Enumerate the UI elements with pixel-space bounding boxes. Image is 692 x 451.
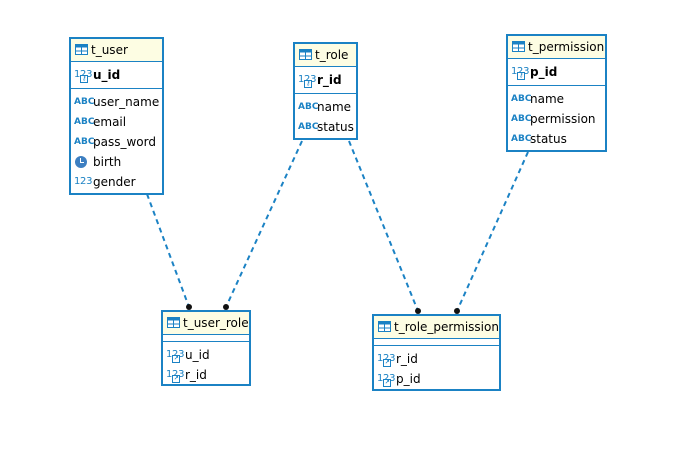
- column-row[interactable]: ABC name: [295, 97, 356, 117]
- column-name: permission: [530, 112, 596, 126]
- numeric-foreign-key-icon: 123↗: [166, 349, 184, 363]
- column-row[interactable]: 123↗ u_id: [163, 345, 249, 365]
- column-row[interactable]: ABC email: [71, 112, 162, 132]
- entity-header[interactable]: t_user_role: [163, 312, 249, 335]
- entity-name: t_user: [91, 43, 128, 57]
- entity-header[interactable]: t_role: [295, 44, 356, 67]
- column-row[interactable]: ABC user_name: [71, 92, 162, 112]
- entity-t-role-permission[interactable]: t_role_permission 123↗ r_id 123↗ p_id: [372, 314, 501, 391]
- primary-key-section: 123⚷ p_id: [508, 59, 605, 86]
- column-name: pass_word: [93, 135, 156, 149]
- relation-role-permission-to-role: [348, 140, 419, 312]
- relation-user-role-to-user: [146, 193, 190, 308]
- entity-name: t_permission: [528, 40, 605, 54]
- numeric-foreign-key-icon: 123↗: [166, 369, 184, 383]
- table-icon: [75, 44, 88, 55]
- clock-icon: [75, 156, 87, 168]
- entity-t-role[interactable]: t_role 123⚷ r_id ABC name ABC status: [293, 42, 358, 140]
- column-name: status: [530, 132, 567, 146]
- entity-name: t_role_permission: [394, 320, 499, 334]
- column-row[interactable]: ABC permission: [508, 109, 605, 129]
- numeric-type-icon: 123: [74, 176, 93, 187]
- column-row[interactable]: 123⚷ u_id: [71, 65, 162, 85]
- column-row[interactable]: 123↗ r_id: [374, 349, 499, 369]
- entity-t-user[interactable]: t_user 123⚷ u_id ABC user_name ABC email…: [69, 37, 164, 195]
- text-type-icon: ABC: [74, 117, 95, 127]
- entity-header[interactable]: t_user: [71, 39, 162, 62]
- text-type-icon: ABC: [511, 134, 532, 144]
- column-name: email: [93, 115, 127, 129]
- column-section: ABC name ABC status: [295, 94, 356, 141]
- text-type-icon: ABC: [298, 102, 319, 112]
- column-row[interactable]: ABC status: [508, 129, 605, 149]
- column-name: status: [317, 120, 354, 134]
- primary-key-section: 123⚷ r_id: [295, 67, 356, 94]
- table-icon: [512, 41, 525, 52]
- column-section: ABC name ABC permission ABC status: [508, 86, 605, 153]
- column-name: user_name: [93, 95, 160, 109]
- column-name: r_id: [185, 368, 207, 382]
- column-name: name: [317, 100, 352, 114]
- numeric-foreign-key-icon: 123↗: [377, 373, 395, 387]
- text-type-icon: ABC: [74, 137, 95, 147]
- numeric-primary-key-icon: 123⚷: [298, 74, 316, 88]
- entity-header[interactable]: t_permission: [508, 36, 605, 59]
- entity-header[interactable]: t_role_permission: [374, 316, 499, 339]
- column-name: r_id: [317, 73, 342, 87]
- column-row[interactable]: 123⚷ r_id: [295, 70, 356, 90]
- column-row[interactable]: birth: [71, 152, 162, 172]
- entity-t-user-role[interactable]: t_user_role 123↗ u_id 123↗ r_id: [161, 310, 251, 386]
- column-row[interactable]: 123 gender: [71, 172, 162, 192]
- column-name: p_id: [396, 372, 421, 386]
- table-icon: [299, 49, 312, 60]
- column-name: name: [530, 92, 565, 106]
- numeric-primary-key-icon: 123⚷: [511, 66, 529, 80]
- text-type-icon: ABC: [74, 97, 95, 107]
- column-row[interactable]: 123↗ p_id: [374, 369, 499, 389]
- entity-name: t_user_role: [183, 316, 249, 330]
- column-name: u_id: [93, 68, 121, 82]
- column-section: ABC user_name ABC email ABC pass_word bi…: [71, 89, 162, 196]
- relation-user-role-to-role: [225, 140, 303, 308]
- text-type-icon: ABC: [511, 94, 532, 104]
- column-name: p_id: [530, 65, 558, 79]
- entity-t-permission[interactable]: t_permission 123⚷ p_id ABC name ABC perm…: [506, 34, 607, 152]
- column-name: u_id: [185, 348, 210, 362]
- column-section: 123↗ r_id 123↗ p_id: [374, 346, 499, 393]
- column-row[interactable]: ABC name: [508, 89, 605, 109]
- empty-key-section: [374, 343, 499, 346]
- table-icon: [167, 317, 180, 328]
- text-type-icon: ABC: [298, 122, 319, 132]
- column-name: gender: [93, 175, 136, 189]
- text-type-icon: ABC: [511, 114, 532, 124]
- column-name: birth: [93, 155, 122, 169]
- table-icon: [378, 321, 391, 332]
- column-name: r_id: [396, 352, 418, 366]
- numeric-foreign-key-icon: 123↗: [377, 353, 395, 367]
- column-row[interactable]: 123↗ r_id: [163, 365, 249, 385]
- numeric-primary-key-icon: 123⚷: [74, 69, 92, 83]
- column-row[interactable]: ABC status: [295, 117, 356, 137]
- relation-role-permission-to-permission: [456, 151, 529, 312]
- primary-key-section: 123⚷ u_id: [71, 62, 162, 89]
- entity-name: t_role: [315, 48, 349, 62]
- column-row[interactable]: ABC pass_word: [71, 132, 162, 152]
- empty-key-section: [163, 339, 249, 342]
- column-row[interactable]: 123⚷ p_id: [508, 62, 605, 82]
- column-section: 123↗ u_id 123↗ r_id: [163, 342, 249, 389]
